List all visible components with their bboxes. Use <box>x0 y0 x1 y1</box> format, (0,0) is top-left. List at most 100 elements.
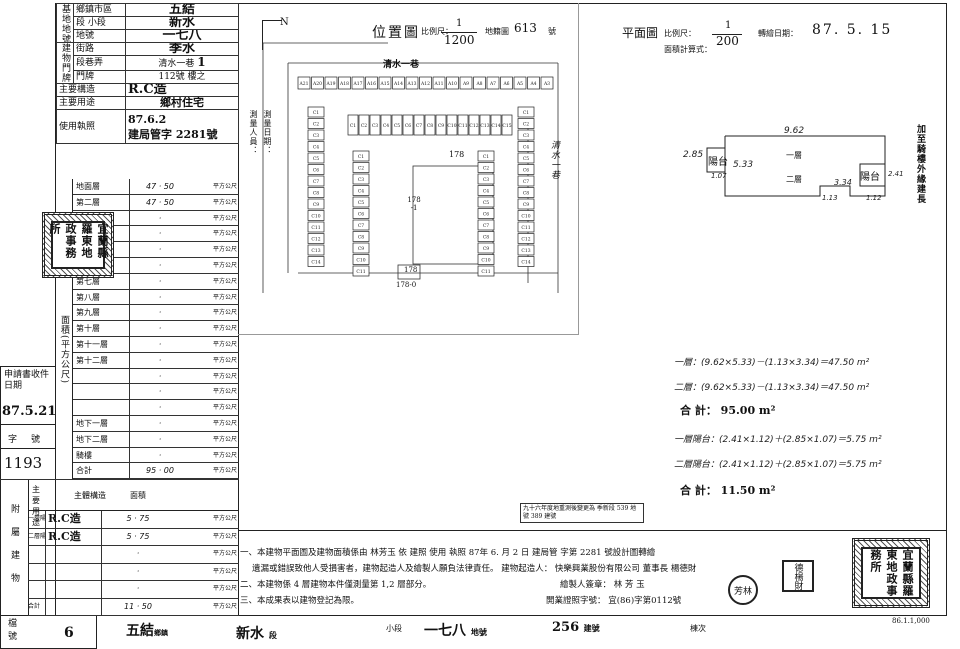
plan-balcony-left: 陽台 <box>708 157 728 168</box>
map-house-row2-label: C5 <box>394 123 400 129</box>
annex-unit: 平方公尺 <box>212 515 237 522</box>
map-house-top-label: A9 <box>462 81 469 87</box>
plan-balcony-right: 陽台 <box>860 172 880 183</box>
section-label: 段 小段 <box>73 16 126 30</box>
plan-scale-label: 比例尺： <box>664 29 696 38</box>
surveyor-label: 測量人員： <box>249 110 258 155</box>
floor-unit: 平方公尺 <box>212 340 237 348</box>
dim-top: 9.62 <box>784 126 805 136</box>
map-house-col-label: C7 <box>523 179 529 185</box>
map-house-col <box>517 152 535 164</box>
map-house-row2-label: C9 <box>438 123 444 129</box>
frame-top <box>55 3 947 4</box>
map-house-col <box>307 129 325 141</box>
map-house-row2 <box>391 114 403 136</box>
map-house-top <box>513 76 527 90</box>
map-house-col-label: C3 <box>313 133 319 139</box>
floor-row: 第十層·平方公尺 <box>72 321 239 337</box>
floor-row: ·平方公尺 <box>72 257 239 274</box>
annex-unit: 平方公尺 <box>212 585 237 592</box>
floor-row: ·平方公尺 <box>72 210 239 227</box>
map-house-col <box>352 219 370 231</box>
map-house-row2-label: C1 <box>350 123 356 129</box>
section-value: 新水 <box>125 16 239 30</box>
floor-area: · <box>158 355 162 365</box>
annex-structure: R.C造 <box>46 511 102 528</box>
map-house-col <box>517 198 535 210</box>
map-house-col <box>307 152 325 164</box>
floor-unit: 平方公尺 <box>212 388 237 396</box>
map-house-row2-label: C6 <box>405 123 411 129</box>
map-house-top-label: A10 <box>447 81 457 87</box>
survey-date-label: 測量日期： <box>263 110 272 155</box>
floor-name <box>72 257 130 273</box>
side-panel-left <box>0 366 1 649</box>
north-arrow-label: N <box>280 17 289 28</box>
map-house-top-label: A11 <box>434 81 444 87</box>
map-house-col-label: C7 <box>313 179 319 185</box>
annex-block: 附屬建物 主要用途 主體構造 面積 一層陽台R.C造5 · 75平方公尺二層陽台… <box>0 479 239 616</box>
map-house-row2-label: C10 <box>447 123 456 129</box>
map-house-col <box>307 141 325 152</box>
map-road-label: 清水一巷 <box>383 60 420 70</box>
map-house-top-label: A5 <box>516 81 523 87</box>
map-house-col-label: C11 <box>311 225 320 231</box>
footer-form-code: 86.1.1,000 <box>892 617 930 625</box>
floor-name: 地下二層 <box>72 431 130 447</box>
floor-unit: 平方公尺 <box>212 183 237 190</box>
floor-unit: 平方公尺 <box>212 404 237 412</box>
map-house-top-label: A14 <box>393 81 403 87</box>
map-house-col-label: C5 <box>483 200 489 206</box>
map-house-col <box>352 242 370 254</box>
floor-name <box>72 368 130 384</box>
floor-area: · <box>158 245 162 255</box>
note-line-2b: 繪製人簽章： 林 芳 玉 <box>560 580 645 590</box>
map-house-top <box>351 76 365 90</box>
map-house-col-label: C5 <box>523 156 529 162</box>
annex-row: ·平方公尺 <box>28 581 239 599</box>
map-house-row2-label: C8 <box>427 123 433 129</box>
dim-right-balcony: 2.41 <box>888 170 904 178</box>
map-house-row2 <box>457 114 469 136</box>
plan-date-label: 轉繪日期： <box>758 29 798 38</box>
map-house-col <box>477 173 495 185</box>
plan-scale-den: 200 <box>716 34 739 48</box>
annex-rows: 一層陽台R.C造5 · 75平方公尺二層陽台R.C造5 · 75平方公尺·平方公… <box>28 511 239 616</box>
permit-label: 使用執照 <box>56 109 126 144</box>
map-house-col-label: C3 <box>483 177 489 183</box>
map-house-row2-label: C15 <box>502 123 511 129</box>
floor-unit: 平方公尺 <box>212 198 237 206</box>
map-house-col <box>477 219 495 231</box>
floor-unit: 平方公尺 <box>212 246 237 254</box>
map-house-col-label: C6 <box>358 212 364 218</box>
map-house-col <box>517 141 535 152</box>
map-house-top-label: A21 <box>299 81 309 87</box>
map-house-col <box>352 162 370 173</box>
map-house-col <box>352 231 370 242</box>
map-house-col-label: C4 <box>483 189 489 195</box>
frame-right <box>946 3 947 615</box>
map-house-col <box>352 254 370 265</box>
map-house-col-label: C13 <box>311 248 320 254</box>
side-divider-2 <box>0 448 56 449</box>
footer-district: 五結鄉鎮 <box>126 623 168 639</box>
map-house-col-label: C7 <box>483 223 489 229</box>
map-house-top <box>500 76 513 90</box>
apply-date-label: 申請書收件日期 <box>4 370 50 391</box>
structure-value: R.C造 <box>125 83 239 97</box>
left-table-right-border <box>238 3 239 615</box>
floor-plan-drawing <box>706 135 886 197</box>
annex-structure: R.C造 <box>46 528 102 545</box>
map-house-row2-label: C13 <box>480 123 489 129</box>
dim-bottom-a: 3.34 <box>834 178 852 187</box>
formula-balcony-total: 合 計： 11.50 m² <box>680 484 776 497</box>
floor-row: ·平方公尺 <box>72 226 239 243</box>
frame-bottom <box>0 615 947 616</box>
map-house-top-label: A4 <box>529 81 536 87</box>
map-house-col <box>517 210 535 221</box>
map-house-top <box>527 76 540 90</box>
